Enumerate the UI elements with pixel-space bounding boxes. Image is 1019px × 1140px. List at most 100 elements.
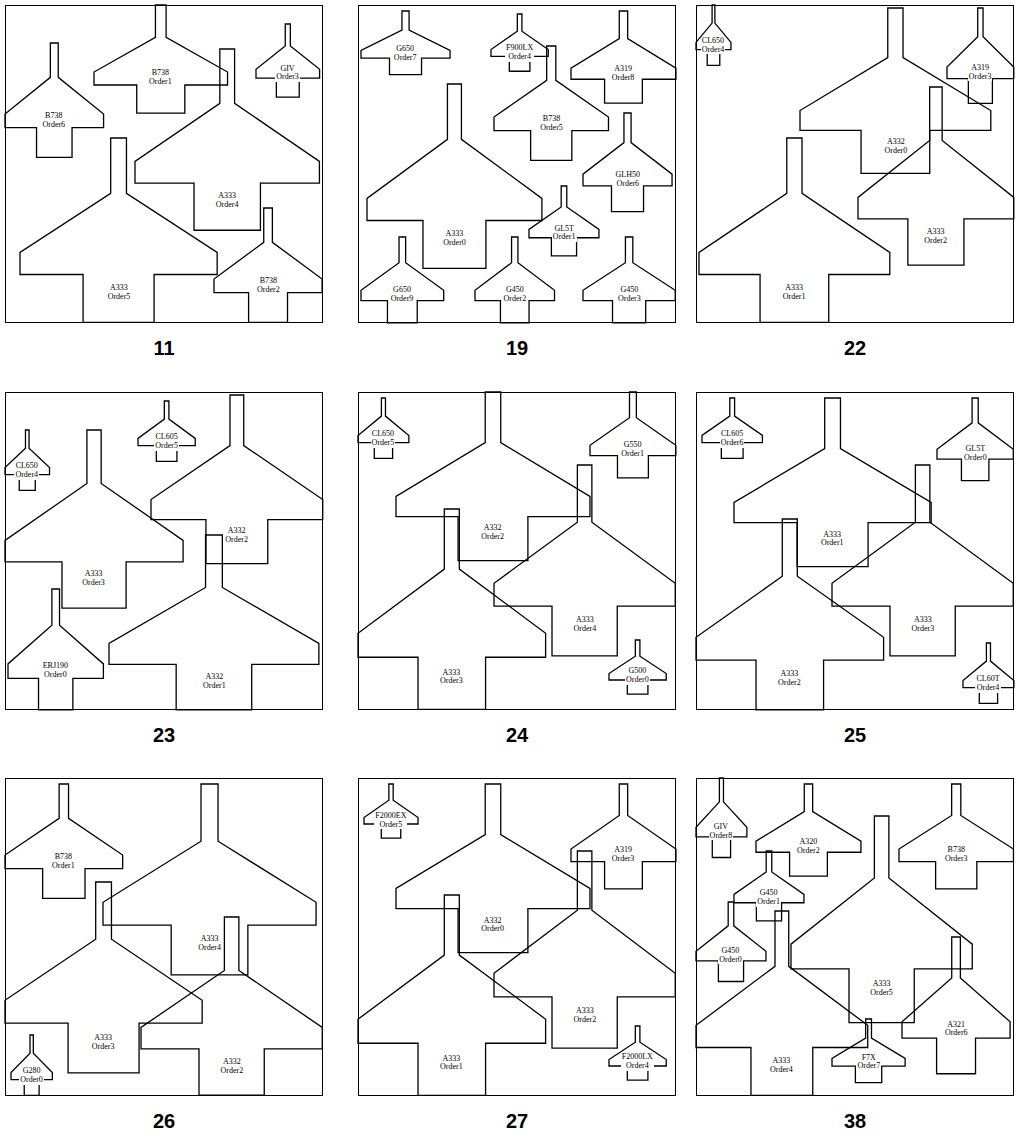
aircraft-type: A333 (820, 531, 845, 540)
aircraft-path (109, 535, 319, 710)
aircraft-outline (256, 24, 320, 97)
aircraft-shape: GIVOrder8 (696, 778, 747, 858)
aircraft-type: ERJ190 (42, 662, 69, 671)
aircraft-shape: A319Order3 (947, 8, 1014, 103)
aircraft-path (902, 937, 1010, 1074)
aircraft-type: G450 (756, 889, 781, 898)
order-label: Order4 (14, 471, 39, 480)
aircraft-shape: A333Order1 (734, 398, 931, 567)
aircraft-path (361, 11, 450, 75)
aircraft-shape: A321Order6 (902, 937, 1010, 1074)
aircraft-outline (937, 398, 1013, 481)
aircraft-path (103, 784, 316, 975)
aircraft-label: B738Order6 (41, 112, 66, 130)
panel-number: 19 (358, 337, 676, 360)
aircraft-label: F900LXOrder4 (505, 44, 534, 62)
aircraft-label: A332Order2 (224, 527, 249, 545)
panel-frame: F2000EXOrder5A332Order0A319Order3A333Ord… (358, 778, 676, 1096)
aircraft-path (367, 84, 542, 268)
aircraft-path (571, 11, 676, 103)
panel-frame: GIVOrder8A320Order2B738Order3G450Order1A… (696, 778, 1014, 1096)
aircraft-path (696, 519, 884, 710)
order-label: Order0 (718, 956, 743, 965)
layout-panel: B738Order6B738Order1GIVOrder3A333Order4A… (5, 5, 323, 371)
aircraft-label: A332Order2 (220, 1058, 245, 1076)
aircraft-shape: G650Order7 (361, 11, 450, 75)
aircraft-label: A332Order0 (884, 138, 909, 156)
order-label: Order2 (923, 237, 948, 246)
aircraft-type: G650 (390, 286, 415, 295)
order-label: Order3 (611, 855, 636, 864)
order-label: Order5 (154, 442, 179, 451)
aircraft-path (5, 430, 50, 490)
aircraft-path (571, 784, 676, 889)
order-label: Order2 (256, 286, 281, 295)
aircraft-outline (361, 237, 444, 323)
aircraft-shape: F900LXOrder4 (491, 14, 548, 71)
aircraft-shape: CL650Order5 (358, 398, 409, 458)
aircraft-outline (571, 784, 676, 889)
aircraft-type: A333 (439, 1055, 464, 1064)
order-label: Order2 (777, 679, 802, 688)
aircraft-outline (902, 937, 1010, 1074)
aircraft-path (832, 1019, 905, 1083)
aircraft-label: A333Order1 (782, 284, 807, 302)
aircraft-shape: A333Order2 (494, 851, 675, 1048)
aircraft-label: A333Order1 (439, 1055, 464, 1073)
layout-panel: CL650Order4CL605Order5A332Order2A333Orde… (5, 392, 323, 758)
aircraft-type: A319 (968, 64, 993, 73)
aircraft-label: A333Order2 (573, 1007, 598, 1025)
aircraft-type: G450 (503, 286, 528, 295)
aircraft-path (138, 401, 195, 461)
layout-panel: G650Order7F900LXOrder4A319Order8B738Orde… (358, 5, 676, 371)
aircraft-label: A333Order4 (769, 1057, 794, 1075)
aircraft-type: G450 (617, 286, 642, 295)
aircraft-label: A321Order6 (944, 1021, 969, 1039)
aircraft-shape: A332Order2 (151, 395, 323, 564)
aircraft-outline (5, 43, 104, 157)
aircraft-type: A333 (439, 669, 464, 678)
order-label: Order1 (756, 898, 781, 907)
aircraft-outline (583, 237, 675, 323)
aircraft-outline (696, 778, 747, 858)
order-label: Order7 (393, 54, 418, 63)
aircraft-path (947, 8, 1014, 103)
aircraft-label: CL650Order5 (371, 430, 396, 448)
aircraft-path (832, 465, 1013, 656)
aircraft-type: G550 (620, 441, 645, 450)
aircraft-shape: A333Order1 (699, 138, 890, 322)
aircraft-type: GL5T (963, 445, 988, 454)
aircraft-shape: G450Order0 (696, 902, 766, 982)
aircraft-type: B738 (41, 112, 66, 121)
order-label: Order6 (720, 439, 745, 448)
aircraft-outline (583, 113, 672, 212)
aircraft-path (702, 398, 762, 458)
aircraft-type: CL60T (975, 675, 1000, 684)
aircraft-shape: F2000EXOrder5 (364, 784, 418, 838)
aircraft-label: GIVOrder8 (709, 823, 734, 841)
aircraft-outline (899, 784, 1013, 889)
aircraft-shape: ERJ190Order0 (8, 589, 103, 710)
aircraft-type: G280 (19, 1067, 44, 1076)
aircraft-type: A333 (923, 228, 948, 237)
order-label: Order6 (41, 121, 66, 130)
aircraft-path (494, 46, 608, 160)
aircraft-label: B738Order5 (539, 115, 564, 133)
order-label: Order2 (796, 847, 821, 856)
order-label: Order4 (573, 625, 598, 634)
aircraft-type: A333 (782, 284, 807, 293)
aircraft-label: A333Order2 (923, 228, 948, 246)
aircraft-label: A333Order4 (573, 616, 598, 634)
order-label: Order0 (884, 147, 909, 156)
aircraft-path (583, 237, 675, 323)
order-label: Order1 (439, 1063, 464, 1072)
order-label: Order4 (505, 53, 534, 62)
aircraft-type: G450 (718, 947, 743, 956)
aircraft-label: A333Order3 (911, 616, 936, 634)
aircraft-type: A321 (944, 1021, 969, 1030)
aircraft-label: B738Order1 (148, 69, 173, 87)
aircraft-outline (832, 1019, 905, 1083)
aircraft-label: A332Order1 (202, 673, 227, 691)
order-label: Order4 (975, 684, 1000, 693)
